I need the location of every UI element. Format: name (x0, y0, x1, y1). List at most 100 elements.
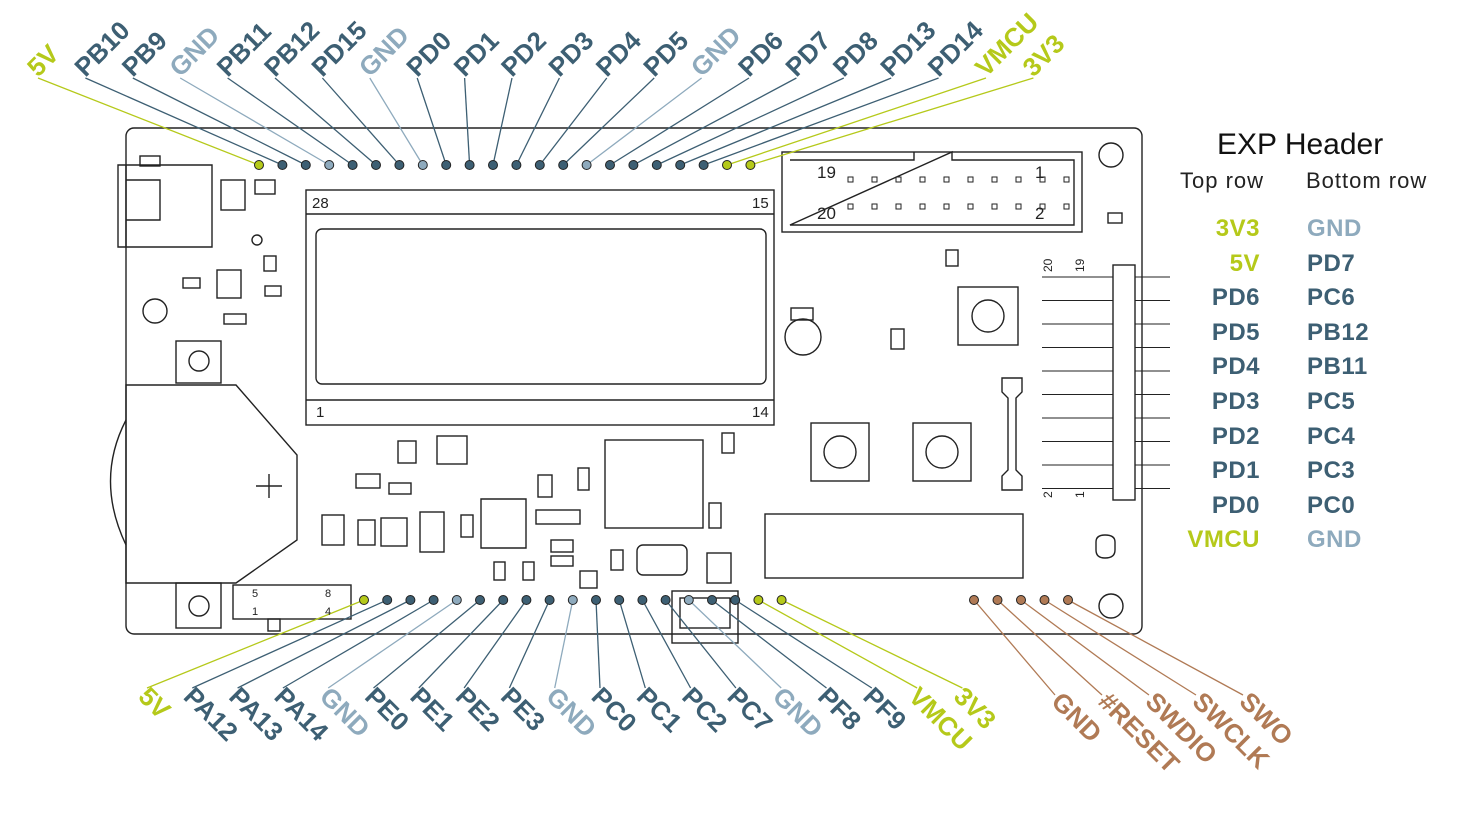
pin-leader-line (586, 77, 702, 166)
header-pin (441, 160, 452, 170)
pin-leader-line (327, 599, 458, 689)
pin-label: PB11 (211, 16, 277, 82)
lcd-module (305, 189, 775, 426)
switch-label: 5 (252, 588, 258, 600)
side-connector-label: 2 (1041, 491, 1055, 498)
exp-connector-pin (1015, 203, 1022, 210)
push-button (810, 422, 870, 482)
header-pin (567, 595, 578, 605)
exp-top-row-pin: PD4 (1211, 353, 1260, 381)
exp-bottom-row-pin: PB12 (1307, 318, 1370, 346)
pin-label: PE2 (450, 681, 506, 737)
header-pin (277, 160, 288, 170)
exp-bottom-row-pin: PB11 (1307, 353, 1368, 381)
battery-holder (125, 384, 298, 584)
header-pin (324, 160, 335, 170)
exp-top-row-pin: 3V3 (1215, 215, 1260, 242)
pin-label: PD7 (779, 25, 836, 82)
jumper-header (1001, 377, 1023, 491)
header-pin (371, 160, 381, 170)
exp-connector-pin (1039, 203, 1046, 210)
pin-leader-line (554, 599, 574, 689)
pin-leader-line (641, 599, 692, 689)
header-pin (683, 595, 694, 605)
battery-tab (175, 340, 222, 384)
pin-label: PD2 (495, 25, 552, 82)
pin-leader-line (1067, 599, 1244, 696)
exp-pin-label: 2 (1035, 204, 1044, 223)
exp-col-top-row: Top row (1180, 168, 1265, 193)
exp-connector-pin (1015, 176, 1022, 183)
header-pin (359, 595, 369, 605)
pin-label: GND (540, 681, 602, 743)
pin-label: PE1 (405, 681, 461, 737)
header-pin (521, 595, 532, 605)
exp-connector-pin (871, 176, 878, 183)
exp-bottom-row-pin: GND (1307, 215, 1362, 242)
header-pin (451, 595, 462, 605)
header-pin (300, 160, 311, 170)
exp-bottom-row-pin: PC0 (1307, 491, 1356, 519)
header-pin (628, 160, 639, 170)
pin-label: PD1 (448, 25, 505, 82)
header-pin (637, 595, 648, 605)
header-pin (707, 595, 717, 605)
header-pin (254, 160, 264, 170)
exp-top-row-pin: PD1 (1211, 457, 1260, 485)
exp-connector-pin (847, 203, 854, 210)
exp-connector-pin (1039, 176, 1046, 183)
exp-connector-pin (943, 176, 950, 183)
pin-label: PD13 (874, 15, 941, 82)
pin-label: PC1 (631, 681, 688, 738)
lcd-pin-label: 28 (312, 195, 329, 212)
pin-leader-line (369, 77, 424, 166)
usb-port (671, 590, 739, 644)
crystal (636, 544, 688, 576)
exp-connector-pin (943, 203, 950, 210)
pin-leader-line (463, 599, 527, 689)
pin-leader-line (132, 77, 307, 166)
exp-connector-pin (895, 176, 902, 183)
exp-header-title: EXP Header (1217, 128, 1384, 161)
pin-label: GND (163, 20, 225, 82)
exp-bottom-row-pin: PC3 (1307, 457, 1356, 485)
header-pin (745, 160, 756, 170)
side-connector-label: 19 (1073, 258, 1087, 272)
lcd-screen (315, 228, 767, 385)
header-pin (605, 160, 615, 170)
header-pin (498, 595, 509, 605)
mounting-hole (1098, 142, 1124, 168)
header-pin (581, 160, 592, 170)
pin-leader-line (750, 77, 1034, 166)
header-pin (1016, 595, 1026, 605)
exp-top-row-pin: PD5 (1211, 318, 1260, 346)
pin-leader-line (492, 77, 513, 166)
exp-pin-label: 19 (817, 163, 836, 182)
exp-top-row-pin: PD3 (1211, 388, 1260, 415)
pin-leader-line (665, 599, 737, 689)
pin-label: PD6 (732, 25, 789, 82)
header-pin (969, 595, 979, 605)
side-connector-label: 20 (1041, 258, 1055, 272)
pin-leader-line (609, 77, 750, 166)
exp-connector-pin (919, 203, 926, 210)
header-pin (591, 595, 601, 605)
exp-bottom-row-pin: PC6 (1307, 284, 1356, 312)
exp-col-bottom-row: Bottom row (1306, 168, 1428, 193)
exp-top-row-pin: PD2 (1211, 422, 1260, 450)
switch-label: 8 (325, 588, 331, 600)
exp-pin-label: 1 (1035, 163, 1044, 182)
exp-connector-pin (991, 176, 998, 183)
exp-top-row-pin: 5V (1229, 249, 1260, 277)
pin-label: PF9 (858, 681, 913, 736)
side-connector (1112, 264, 1136, 501)
push-button (957, 286, 1019, 346)
header-pin (464, 160, 475, 170)
exp-connector-pin (1063, 203, 1070, 210)
pin-label: PD0 (400, 25, 457, 82)
pcb-outline (125, 127, 1143, 635)
header-pin (488, 160, 498, 170)
exp-bottom-row-pin: GND (1307, 526, 1362, 554)
pin-leader-line (758, 599, 918, 689)
